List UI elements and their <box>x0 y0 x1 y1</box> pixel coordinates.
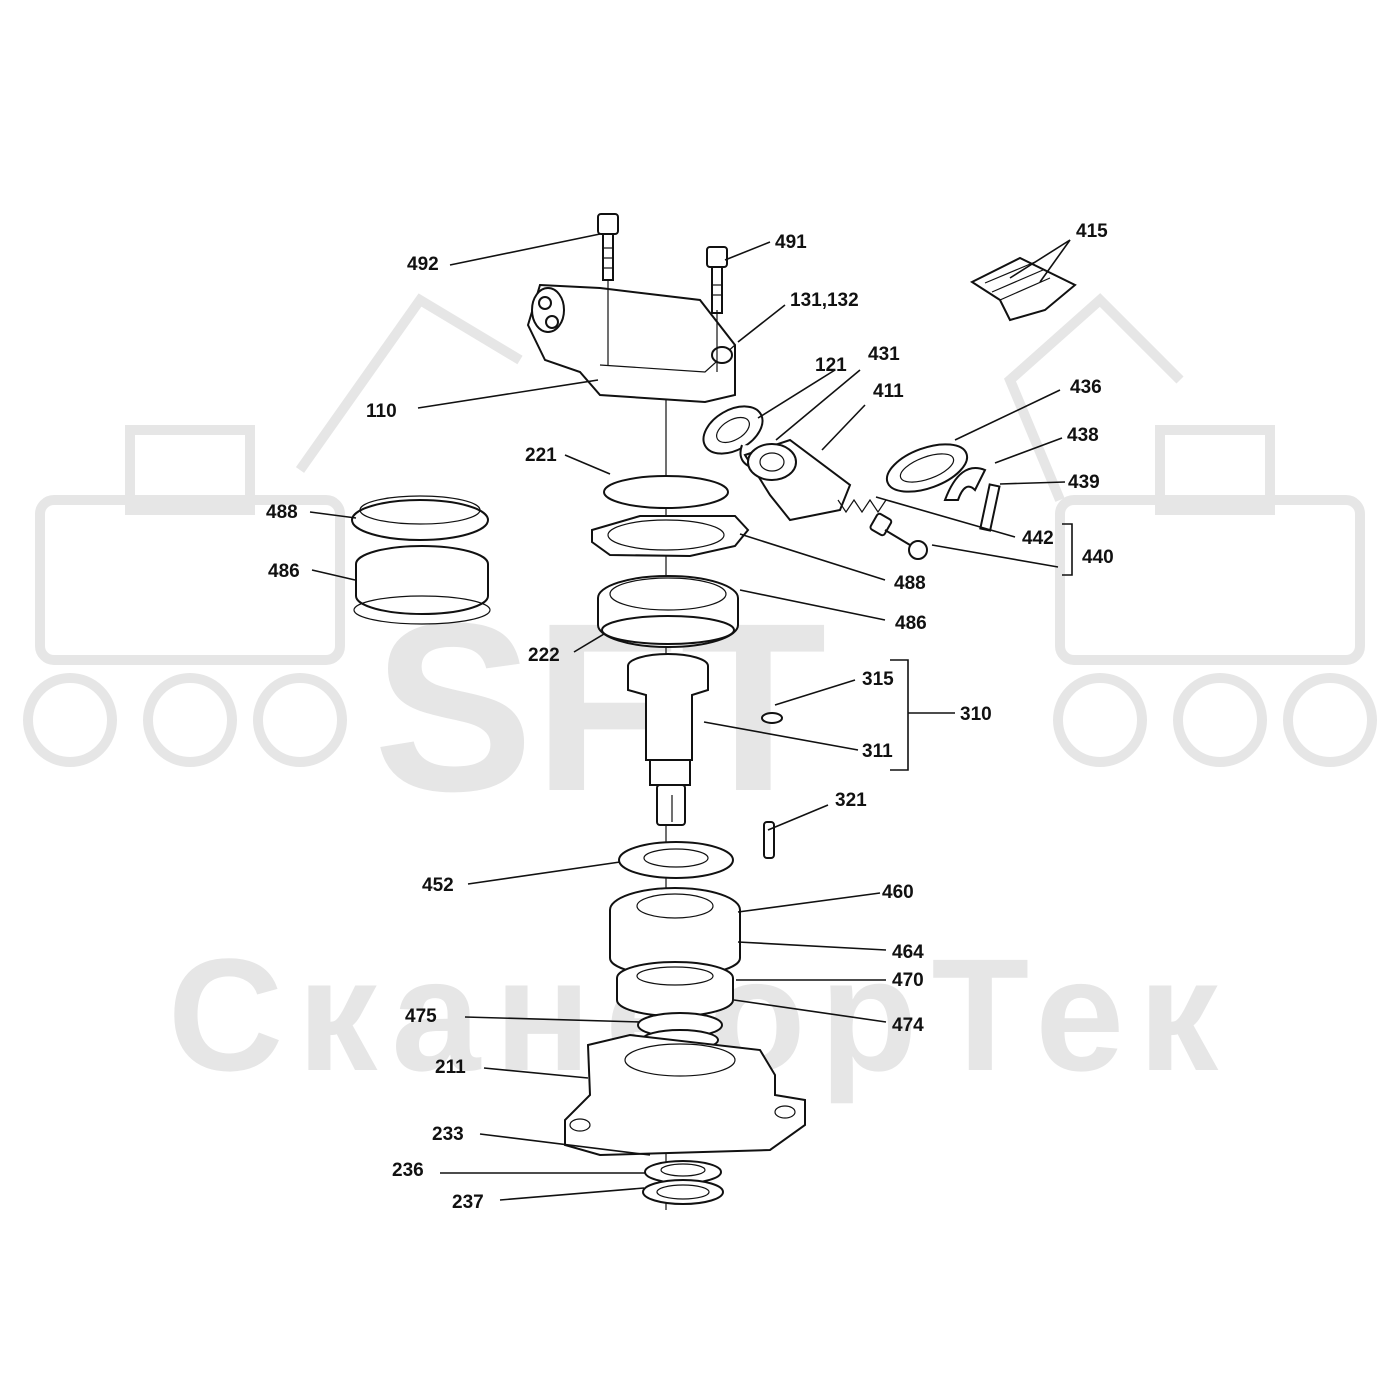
label-121: 121 <box>815 355 847 376</box>
housing-110-part <box>526 280 736 404</box>
detail-486-left-part <box>353 545 491 625</box>
label-439: 439 <box>1068 472 1100 493</box>
label-452: 452 <box>422 875 454 896</box>
label-315: 315 <box>862 669 894 690</box>
pin-439-part <box>979 483 1001 532</box>
label-442: 442 <box>1022 528 1054 549</box>
key-315-part <box>761 712 783 724</box>
label-110: 110 <box>366 401 397 422</box>
label-438: 438 <box>1067 425 1099 446</box>
label-486-right: 486 <box>895 613 927 634</box>
ring-436-part <box>885 443 969 493</box>
shaft-311-part <box>627 653 709 826</box>
ring-237-part <box>642 1179 724 1205</box>
label-237: 237 <box>452 1192 484 1213</box>
oring-221-part <box>603 475 729 509</box>
label-415: 415 <box>1076 221 1108 242</box>
label-236: 236 <box>392 1160 424 1181</box>
label-221: 221 <box>525 445 557 466</box>
ring-222-part <box>601 615 735 645</box>
label-470: 470 <box>892 970 924 991</box>
leader-lines <box>309 233 1073 1201</box>
pin-321-part <box>763 821 775 859</box>
label-321: 321 <box>835 790 867 811</box>
label-488-left: 488 <box>266 502 298 523</box>
gear-452-part <box>618 841 734 879</box>
clip-438-part <box>943 467 987 501</box>
label-222: 222 <box>528 645 560 666</box>
label-492: 492 <box>407 254 439 275</box>
label-460: 460 <box>882 882 914 903</box>
label-474: 474 <box>892 1015 924 1036</box>
label-233: 233 <box>432 1124 464 1145</box>
plate-411-part <box>743 438 852 522</box>
watermark-excavator-right-icon <box>1004 293 1377 767</box>
label-475: 475 <box>405 1006 437 1027</box>
label-311: 311 <box>862 741 893 762</box>
label-310: 310 <box>960 704 992 725</box>
bearing-470-part <box>616 961 734 1017</box>
housing-211-part <box>564 1033 806 1157</box>
label-491: 491 <box>775 232 807 253</box>
part-415 <box>969 256 1077 322</box>
valve-440-part <box>869 512 928 560</box>
part-labels: 492 491 131,132 415 110 121 431 411 436 … <box>266 221 1114 1213</box>
label-431: 431 <box>868 344 900 365</box>
watermark-excavator-left-icon <box>23 293 523 767</box>
label-436: 436 <box>1070 377 1102 398</box>
label-131-132: 131,132 <box>790 290 859 311</box>
bolt-492-part <box>597 213 619 281</box>
parts <box>351 213 1077 1210</box>
label-440: 440 <box>1082 547 1114 568</box>
label-464: 464 <box>892 942 924 963</box>
bolt-491-part <box>706 246 728 314</box>
plate-488-part <box>591 515 750 558</box>
label-411: 411 <box>873 381 904 402</box>
plate-121-part <box>702 405 764 455</box>
label-486-left: 486 <box>268 561 300 582</box>
label-488-right: 488 <box>894 573 926 594</box>
detail-488-left-part <box>351 495 489 541</box>
spring-442-part <box>837 498 887 514</box>
label-211: 211 <box>435 1057 466 1078</box>
